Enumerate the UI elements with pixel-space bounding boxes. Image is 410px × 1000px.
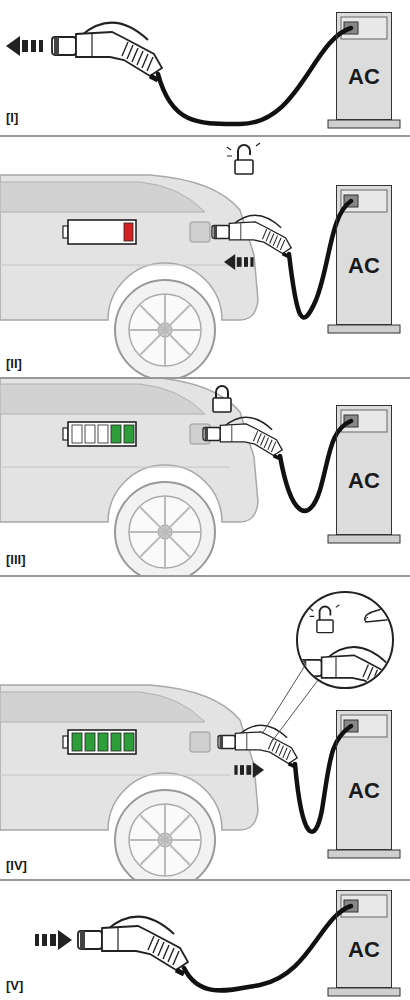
charging-station-box: AC [336, 710, 392, 850]
charging-cable [158, 28, 351, 991]
battery-full [63, 730, 136, 754]
step-number: [II] [6, 356, 22, 371]
locked-icon [213, 386, 231, 412]
charging-station-box: AC [336, 890, 392, 988]
step-number: [I] [6, 110, 18, 125]
car [0, 685, 258, 879]
charging-plug [52, 23, 162, 80]
direction-arrow [35, 930, 72, 950]
station-label: AC [348, 756, 380, 804]
direction-arrow [234, 762, 264, 778]
charging-station-box: AC [336, 185, 392, 325]
charging-plug [212, 215, 291, 256]
charging-plug [203, 417, 282, 458]
detail-magnifier [262, 592, 399, 744]
charging-station-box: AC [336, 405, 392, 535]
step-number: [V] [6, 978, 23, 993]
charging-plug [218, 725, 297, 766]
charging-station-box: AC [336, 12, 392, 120]
charging-station [328, 12, 400, 996]
station-label: AC [348, 915, 380, 963]
step-number: [IV] [6, 858, 27, 873]
charging-plug [78, 917, 188, 974]
station-label: AC [348, 231, 380, 279]
station-label: AC [348, 42, 380, 90]
car [0, 175, 258, 377]
step-number: [III] [6, 552, 26, 567]
battery-empty [63, 220, 136, 244]
direction-arrow [224, 254, 254, 270]
station-label: AC [348, 446, 380, 494]
direction-arrow [6, 36, 43, 56]
battery-partial [63, 422, 136, 446]
car [0, 379, 258, 575]
unlocked-icon [227, 143, 260, 174]
